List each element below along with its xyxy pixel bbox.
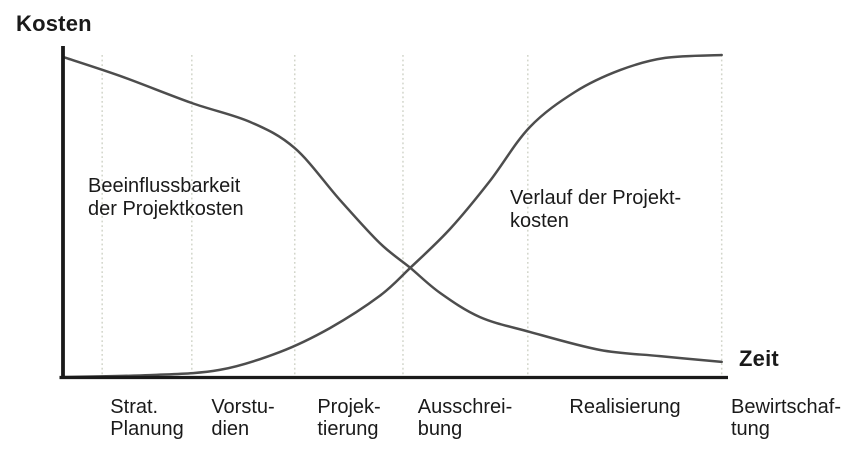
phase-label: Ausschrei- bung (417, 396, 513, 440)
curve-beeinflussbarkeit (61, 55, 723, 364)
phase-label: Projek- tierung (317, 396, 381, 440)
phase-label: Vorstu- dien (211, 396, 275, 440)
phase-label: Bewirtschaf- tung (730, 396, 842, 440)
y-axis-title: Kosten (16, 11, 92, 36)
phase-label: Realisierung (569, 396, 681, 418)
annotation-beeinflussbarkeit: Beeinflussbarkeit der Projektkosten (88, 175, 244, 220)
phase-label: Strat. Planung (110, 396, 184, 440)
curve-projektkosten (61, 53, 723, 379)
annotation-verlauf: Verlauf der Projekt- kosten (510, 187, 682, 232)
phase-gridlines (101, 55, 723, 377)
x-axis-title: Zeit (739, 346, 779, 371)
